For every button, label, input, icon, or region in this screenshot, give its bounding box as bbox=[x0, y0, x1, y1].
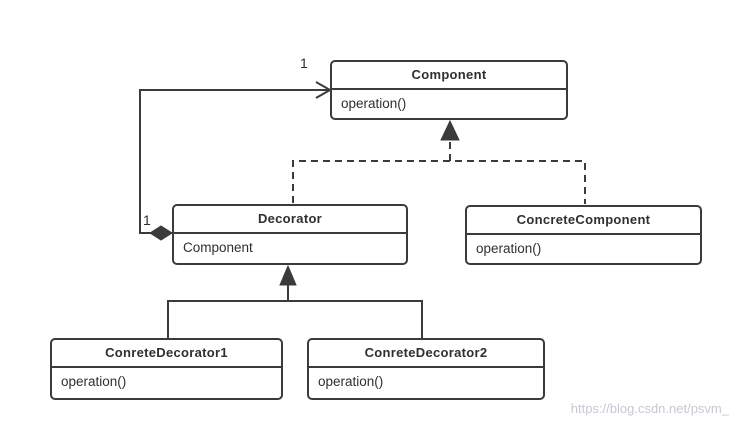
generalization-connector bbox=[167, 264, 423, 338]
class-box-decorator: Decorator Component bbox=[172, 204, 408, 265]
class-box-component: Component operation() bbox=[330, 60, 568, 120]
class-box-conrete-decorator-1: ConreteDecorator1 operation() bbox=[50, 338, 283, 400]
class-member-concrete-component: operation() bbox=[476, 241, 542, 256]
class-member-conrete-decorator-2: operation() bbox=[318, 374, 384, 389]
class-box-conrete-decorator-2: ConreteDecorator2 operation() bbox=[307, 338, 545, 400]
class-box-concrete-component: ConcreteComponent operation() bbox=[465, 205, 702, 265]
class-member-component: operation() bbox=[341, 96, 407, 111]
class-title-component: Component bbox=[332, 62, 566, 90]
watermark: https://blog.csdn.net/psvm_ bbox=[570, 401, 729, 416]
filled-triangle-arrowhead-icon bbox=[440, 119, 460, 141]
multiplicity-label-decorator-end: 1 bbox=[143, 212, 151, 228]
class-member-decorator: Component bbox=[183, 240, 253, 255]
filled-diamond-icon bbox=[149, 225, 173, 241]
class-member-conrete-decorator-1: operation() bbox=[61, 374, 127, 389]
generalization-line bbox=[167, 300, 423, 338]
class-title-decorator: Decorator bbox=[174, 206, 406, 234]
realization-connector bbox=[292, 119, 586, 204]
class-title-concrete-component: ConcreteComponent bbox=[467, 207, 700, 235]
multiplicity-label-component-end: 1 bbox=[300, 55, 308, 71]
realization-dashed-line bbox=[292, 160, 586, 204]
aggregation-connector bbox=[139, 81, 333, 241]
class-title-conrete-decorator-1: ConreteDecorator1 bbox=[52, 340, 281, 368]
filled-triangle-arrowhead-icon bbox=[279, 264, 297, 286]
class-title-conrete-decorator-2: ConreteDecorator2 bbox=[309, 340, 543, 368]
